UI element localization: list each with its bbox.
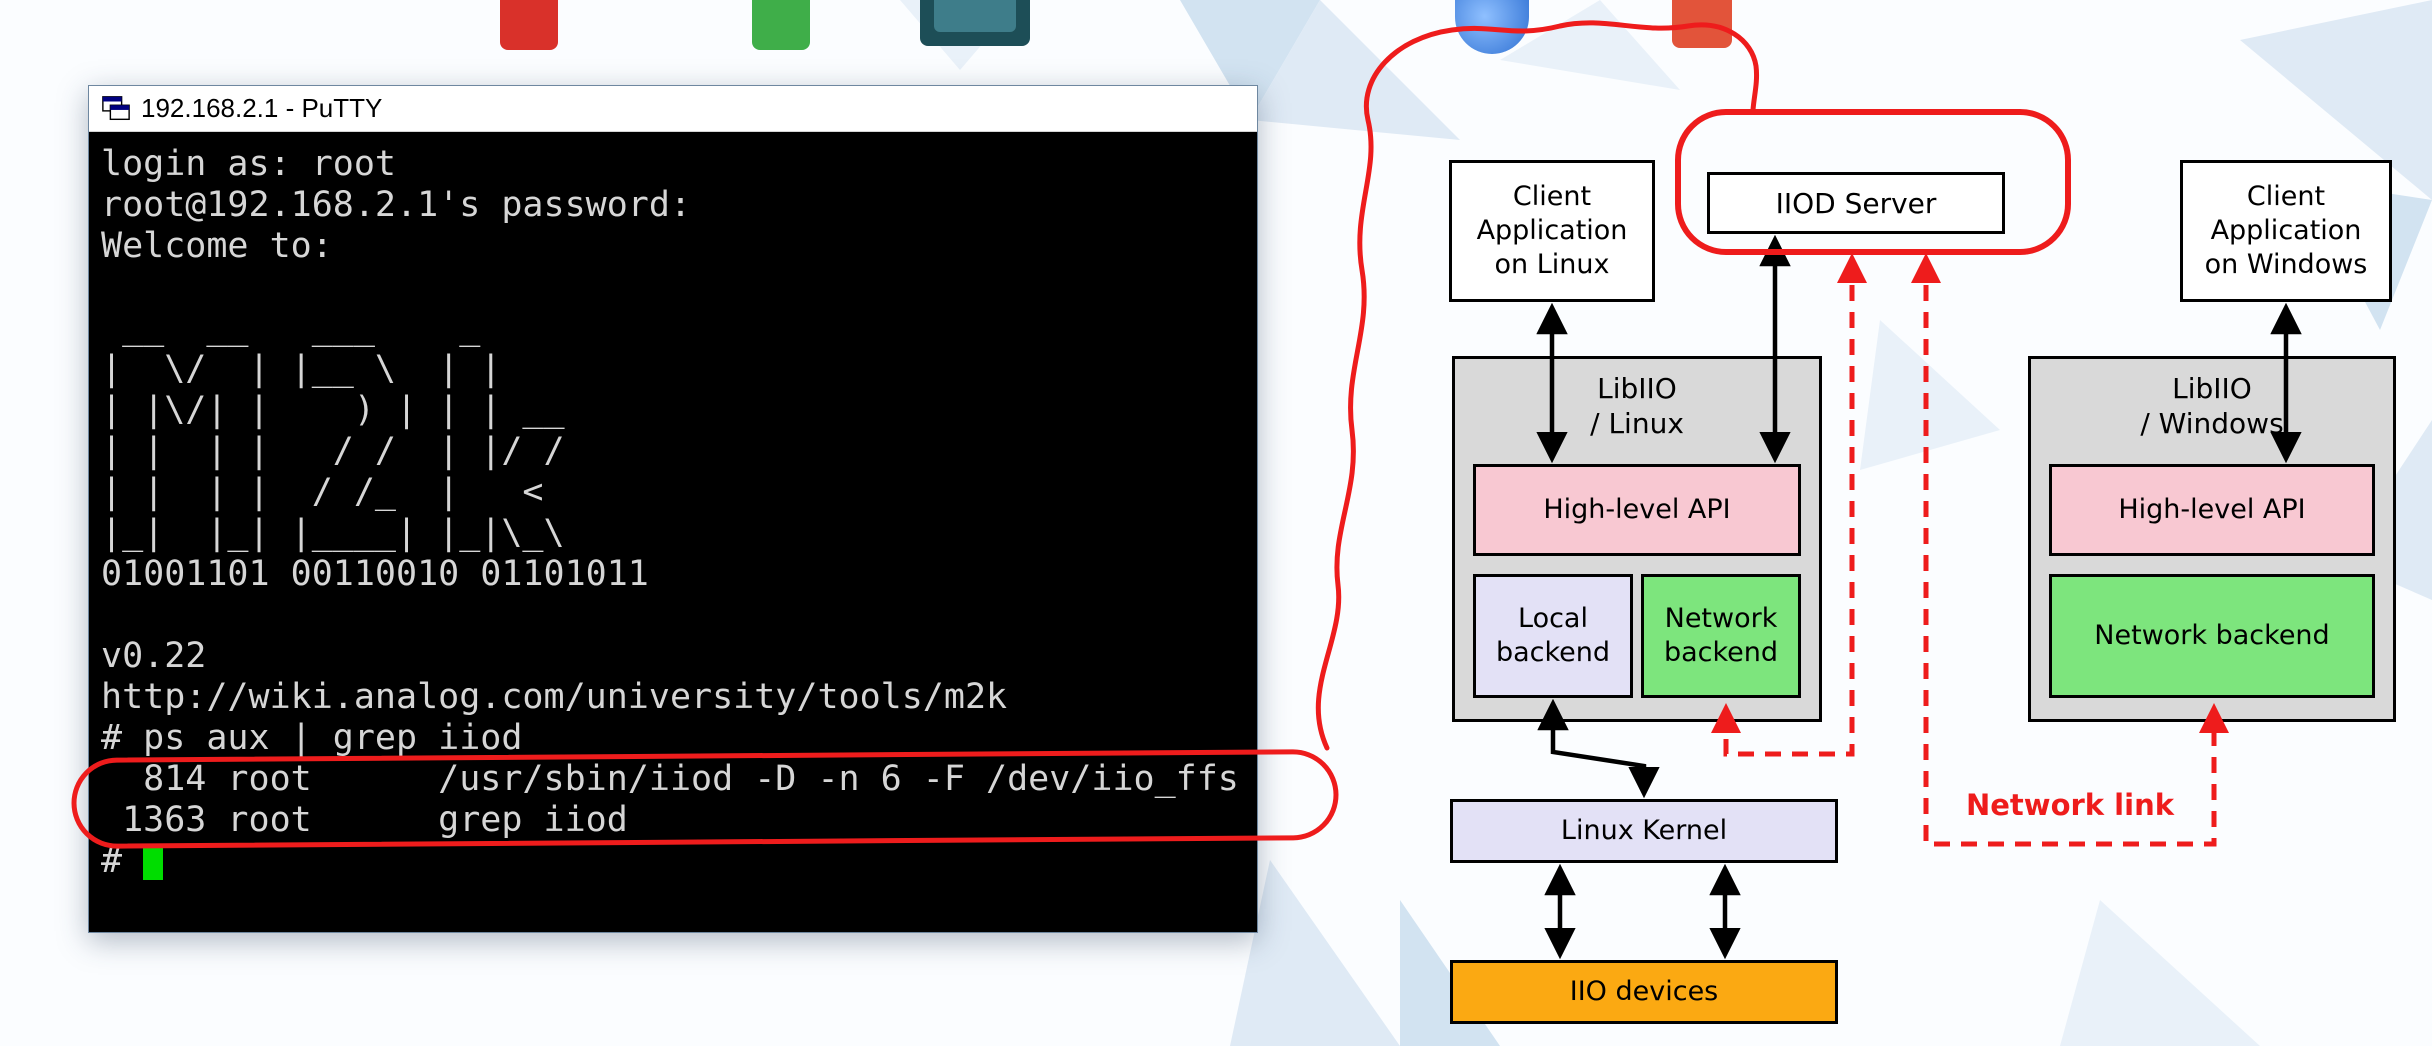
app-icon-red[interactable]: [500, 0, 558, 50]
box-network-backend-linux: Network backend: [1641, 574, 1801, 698]
app-icon-orange[interactable]: [1672, 0, 1732, 48]
box-client-application-windows: Client Application on Windows: [2180, 160, 2392, 302]
putty-icon: [102, 95, 130, 120]
box-local-backend: Local backend: [1473, 574, 1633, 698]
box-high-level-api-linux: High-level API: [1473, 464, 1801, 556]
terminal-output: login as: root root@192.168.2.1's passwo…: [101, 144, 1239, 840]
box-client-application-linux: Client Application on Linux: [1449, 160, 1655, 302]
box-network-backend-windows: Network backend: [2049, 574, 2375, 698]
app-icon-teal[interactable]: [920, 0, 1030, 46]
network-link-label: Network link: [1965, 788, 2174, 822]
terminal-prompt-line: #: [101, 841, 1257, 882]
app-icon-teal-inner: [934, 0, 1016, 32]
putty-window: 192.168.2.1 - PuTTY login as: root root@…: [88, 85, 1258, 933]
putty-titlebar[interactable]: 192.168.2.1 - PuTTY: [89, 86, 1257, 132]
box-iiod-server: IIOD Server: [1707, 172, 2005, 234]
terminal-prompt: #: [101, 841, 144, 881]
app-icon-green[interactable]: [752, 0, 810, 50]
terminal[interactable]: login as: root root@192.168.2.1's passwo…: [89, 132, 1257, 932]
box-iio-devices: IIO devices: [1450, 960, 1838, 1024]
terminal-cursor: [143, 843, 164, 880]
window-title: 192.168.2.1 - PuTTY: [141, 93, 383, 123]
box-linux-kernel: Linux Kernel: [1450, 799, 1838, 863]
box-high-level-api-windows: High-level API: [2049, 464, 2375, 556]
